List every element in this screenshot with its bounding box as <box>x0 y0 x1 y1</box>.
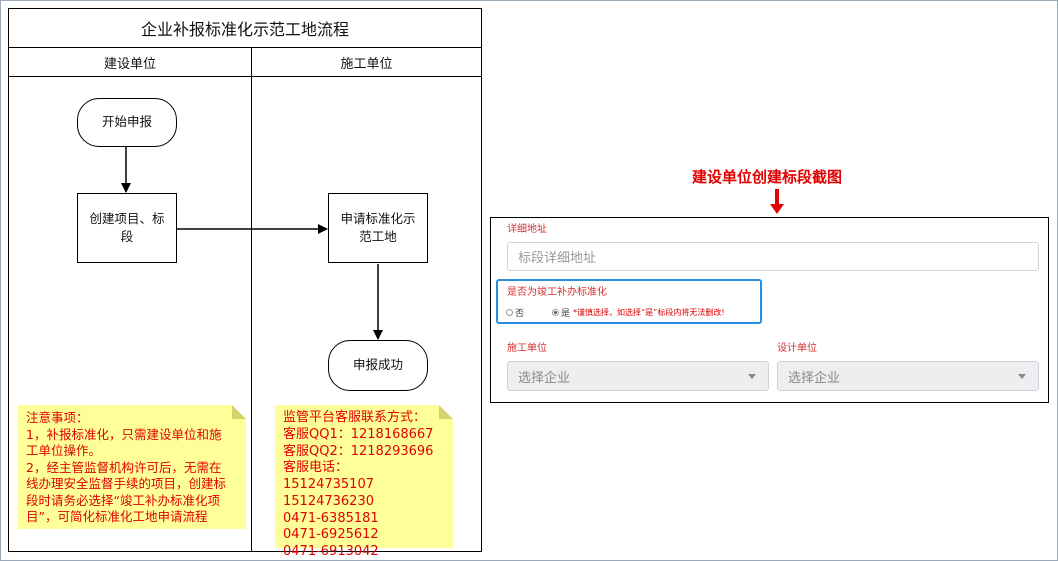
arrow-down-icon <box>770 189 784 214</box>
apply-standard-node: 申请标准化示 范工地 <box>328 193 428 263</box>
contact-note: 监管平台客服联系方式： 客服QQ1：1218168667 客服QQ2：12182… <box>275 405 453 559</box>
flowchart-title: 企业补报标准化示范工地流程 <box>9 9 481 48</box>
success-node-label: 申报成功 <box>352 357 403 373</box>
note-fold-corner <box>232 405 246 419</box>
form-screenshot: 详细地址 标段详细地址 是否为竣工补办标准化 否 是 *谨慎选择，如选择“是”标… <box>490 217 1049 403</box>
notice-line: 注意事项： <box>26 410 89 425</box>
contact-line: 客服QQ2：1218293696 <box>283 443 434 459</box>
radio-no-label: 否 <box>515 309 525 319</box>
standard-radio-group: 否 是 *谨慎选择，如选择“是”标段内将无法删改! <box>506 306 725 319</box>
contact-line: 15124736230 <box>283 493 374 509</box>
apply-standard-label-line2: 范工地 <box>359 229 397 244</box>
notice-line: 1，补报标准化，只需建设单位和施 <box>26 426 222 442</box>
contact-line: 0471-6385181 <box>283 510 379 526</box>
address-input[interactable]: 标段详细地址 <box>507 242 1039 271</box>
contact-line: 0471-6913042 <box>283 544 379 560</box>
radio-no[interactable] <box>506 309 513 316</box>
design-select[interactable]: 选择企业 <box>777 361 1039 391</box>
notice-note: 注意事项： 1，补报标准化，只需建设单位和施 工单位操作。 2，经主管监督机构许… <box>18 405 246 529</box>
contact-line: 客服电话： <box>283 460 349 476</box>
construction-select[interactable]: 选择企业 <box>507 361 769 391</box>
notice-line: 线办理安全监督手续的项目，创建标 <box>26 476 227 491</box>
screenshot-caption: 建设单位创建标段截图 <box>692 168 843 186</box>
address-label: 详细地址 <box>507 224 547 235</box>
radio-yes-label: 是 <box>561 309 571 319</box>
contact-line: 监管平台客服联系方式： <box>283 410 427 425</box>
contact-line: 客服QQ1：1218168667 <box>283 426 434 442</box>
start-node: 开始申报 <box>77 98 177 147</box>
radio-yes[interactable] <box>552 309 560 316</box>
standard-option-highlight <box>496 279 762 324</box>
create-project-node: 创建项目、标 段 <box>77 193 177 263</box>
note-fold-corner <box>439 405 453 419</box>
create-project-label-line2: 段 <box>120 229 134 244</box>
apply-standard-label-line1: 申请标准化示 <box>340 210 416 226</box>
design-select-value: 选择企业 <box>788 370 841 386</box>
contact-line: 15124735107 <box>283 477 374 493</box>
chevron-down-icon <box>1018 374 1026 379</box>
create-project-label-line1: 创建项目、标 <box>89 210 165 226</box>
construction-select-value: 选择企业 <box>518 370 571 386</box>
address-placeholder: 标段详细地址 <box>518 251 597 266</box>
chevron-down-icon <box>748 374 756 379</box>
lane-header-owner: 建设单位 <box>9 48 252 77</box>
success-node: 申报成功 <box>328 340 428 391</box>
start-node-label: 开始申报 <box>101 114 152 130</box>
standard-warning: *谨慎选择，如选择“是”标段内将无法删改! <box>573 308 725 317</box>
notice-line: 2，经主管监督机构许可后，无需在 <box>26 459 222 475</box>
lane-divider <box>251 77 252 551</box>
flowchart: 企业补报标准化示范工地流程 建设单位 施工单位 开始申报 创建项目、标 段 申请… <box>8 8 482 559</box>
standard-label: 是否为竣工补办标准化 <box>507 287 607 298</box>
notice-line: 段时请务必选择“竣工补办标准化项 <box>26 492 220 508</box>
contact-line: 0471-6925612 <box>283 527 379 543</box>
lane-header-contractor: 施工单位 <box>252 48 481 77</box>
design-label: 设计单位 <box>777 343 817 354</box>
construction-label: 施工单位 <box>507 343 547 354</box>
notice-line: 目”，可简化标准化工地申请流程 <box>26 509 208 524</box>
notice-line: 工单位操作。 <box>26 443 102 458</box>
